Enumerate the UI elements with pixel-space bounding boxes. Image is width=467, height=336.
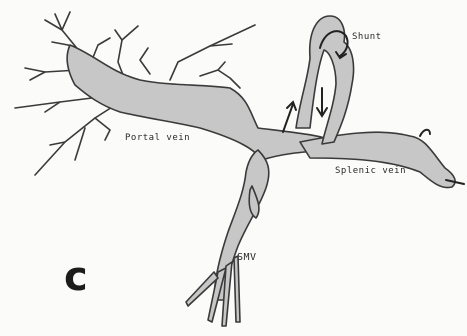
shunt-label: Shunt xyxy=(352,32,382,42)
splenic-vein-label: Splenic vein xyxy=(335,166,406,176)
smv-label: SMV xyxy=(237,252,257,263)
portal-vein-shape xyxy=(67,45,330,160)
portal-vein-label: Portal vein xyxy=(125,133,190,143)
smv-tributary xyxy=(234,256,240,322)
panel-letter: c xyxy=(64,257,88,297)
splenic-curl xyxy=(420,130,430,136)
